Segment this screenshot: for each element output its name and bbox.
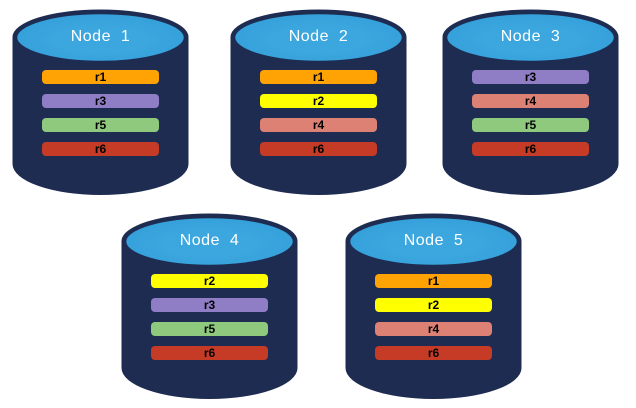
replica-bar: r2	[260, 94, 377, 108]
replica-label: r6	[312, 142, 325, 156]
replica-bar: r1	[260, 70, 377, 84]
replica-list: r1 r2 r4 r6	[345, 213, 522, 400]
node-title: Node 4	[179, 232, 240, 249]
node-cylinder: Node 2 r1 r2 r4 r6	[230, 9, 407, 196]
replica-list: r1 r2 r4 r6	[230, 9, 407, 196]
replica-label: r2	[203, 274, 216, 288]
replica-label: r4	[312, 118, 325, 132]
replica-bar: r3	[42, 94, 159, 108]
cylinder-top-ellipse	[232, 11, 405, 64]
replica-list: r2 r3 r5 r6	[121, 213, 298, 400]
replica-bar: r2	[375, 298, 492, 312]
replica-label: r5	[524, 118, 537, 132]
replica-bar: r6	[151, 346, 268, 360]
node-title: Node 3	[500, 28, 561, 45]
replica-label: r5	[94, 118, 107, 132]
replica-label: r3	[524, 70, 537, 84]
replica-bar: r6	[42, 142, 159, 156]
replica-list: r3 r4 r5 r6	[442, 9, 619, 196]
node-cylinder: Node 5 r1 r2 r4 r6	[345, 213, 522, 400]
node-cylinder: Node 4 r2 r3 r5 r6	[121, 213, 298, 400]
replica-label: r6	[203, 346, 216, 360]
cylinder-top-ellipse	[14, 11, 187, 64]
cylinder-top-ellipse	[444, 11, 617, 64]
replica-bar: r6	[375, 346, 492, 360]
replica-label: r6	[427, 346, 440, 360]
replica-label: r1	[427, 274, 440, 288]
node-cylinder: Node 1 r1 r3 r5 r6	[12, 9, 189, 196]
replica-bar: r5	[151, 322, 268, 336]
replica-bar: r3	[472, 70, 589, 84]
replica-bar: r1	[375, 274, 492, 288]
replica-label: r2	[312, 94, 325, 108]
replica-bar: r6	[260, 142, 377, 156]
replica-bar: r1	[42, 70, 159, 84]
replica-label: r4	[524, 94, 537, 108]
replica-label: r2	[427, 298, 440, 312]
replica-label: r6	[524, 142, 537, 156]
replica-bar: r6	[472, 142, 589, 156]
replica-label: r3	[94, 94, 107, 108]
replica-label: r6	[94, 142, 107, 156]
replica-bar: r5	[42, 118, 159, 132]
replica-bar: r4	[472, 94, 589, 108]
replica-label: r4	[427, 322, 440, 336]
replica-label: r3	[203, 298, 216, 312]
node-title: Node 2	[288, 28, 349, 45]
replica-bar: r3	[151, 298, 268, 312]
node-title: Node 1	[70, 28, 131, 45]
replica-bar: r5	[472, 118, 589, 132]
replica-label: r1	[312, 70, 325, 84]
replica-bar: r2	[151, 274, 268, 288]
node-cylinder: Node 3 r3 r4 r5 r6	[442, 9, 619, 196]
replica-list: r1 r3 r5 r6	[12, 9, 189, 196]
replica-bar: r4	[375, 322, 492, 336]
replica-bar: r4	[260, 118, 377, 132]
replica-label: r1	[94, 70, 107, 84]
node-title: Node 5	[403, 232, 464, 249]
cylinder-top-ellipse	[347, 215, 520, 268]
replica-label: r5	[203, 322, 216, 336]
cylinder-top-ellipse	[123, 215, 296, 268]
